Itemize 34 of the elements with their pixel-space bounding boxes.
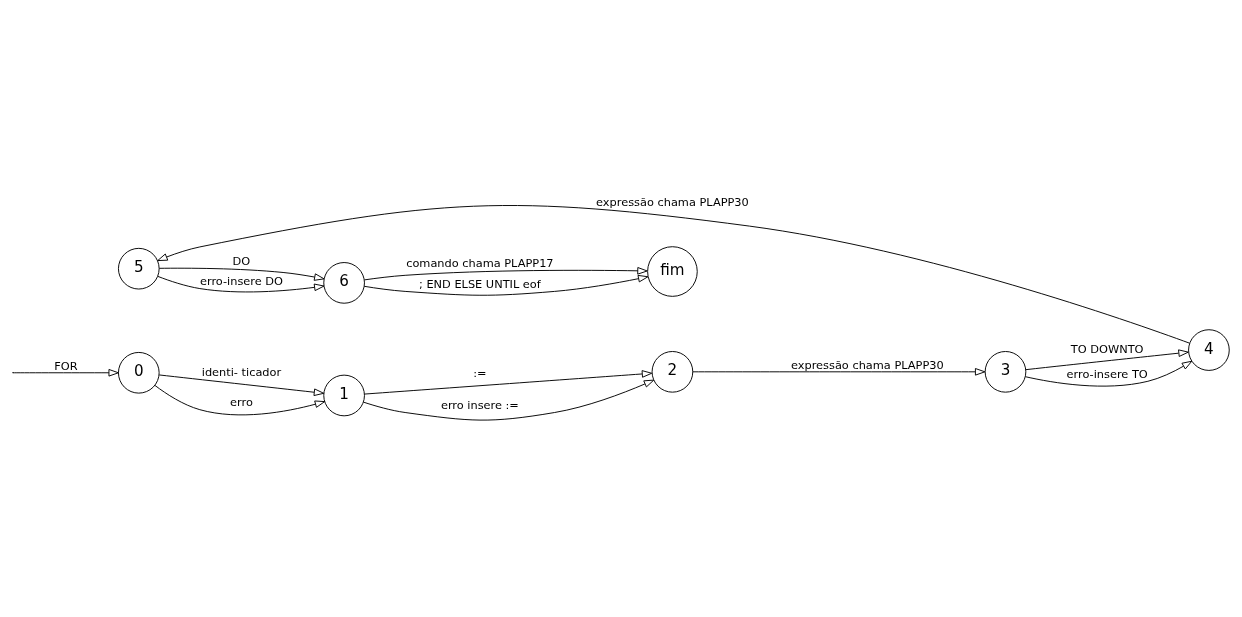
arrow — [154, 384, 326, 416]
edge-label: erro-insere TO — [1066, 367, 1148, 382]
node-circle: 4 — [1188, 329, 1230, 371]
edge-label: ; END ELSE UNTIL eof — [418, 277, 541, 292]
node-circle: 0 — [117, 351, 160, 394]
arrow — [1025, 349, 1189, 371]
edge-label: FOR — [54, 358, 78, 373]
arrow — [13, 369, 119, 377]
node-circle: 6 — [323, 262, 365, 304]
arrow — [1025, 360, 1193, 387]
edge-label: comando chama PLAPP17 — [406, 256, 554, 271]
node-circle: fim — [647, 246, 698, 297]
edge-label: DO — [232, 254, 251, 269]
node-circle: 3 — [984, 351, 1027, 393]
arrow — [158, 374, 325, 397]
edge-label: := — [473, 366, 487, 381]
edge-label: expressão chama PLAPP30 — [596, 194, 749, 209]
edge-label: TO DOWNTO — [1070, 341, 1144, 356]
node-circle: 5 — [117, 247, 160, 290]
arrow — [157, 275, 325, 293]
edge-label: identi- ticador — [201, 365, 282, 380]
edge-label: erro-insere DO — [199, 274, 283, 289]
edge-label: erro — [230, 395, 253, 410]
node-circle: 2 — [651, 351, 694, 393]
arrow — [363, 274, 649, 296]
arrow — [158, 267, 325, 281]
arrow — [364, 370, 653, 395]
edge-label: expressão chama PLAPP30 — [791, 357, 944, 372]
arrow — [692, 368, 986, 376]
arrow — [362, 379, 655, 421]
arrow — [157, 205, 1191, 344]
edge-label: erro insere := — [440, 398, 519, 413]
arrow — [364, 267, 648, 281]
node-circle: 1 — [323, 374, 365, 417]
